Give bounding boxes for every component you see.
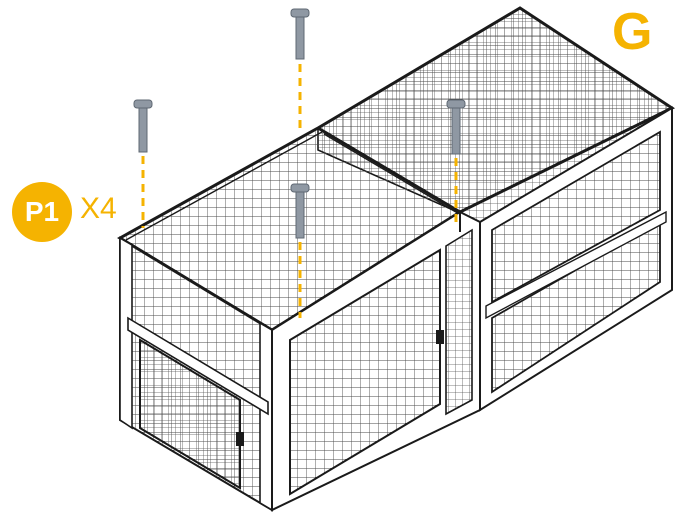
part-quantity: X4 xyxy=(80,192,117,225)
part-badge: P1 xyxy=(12,182,72,242)
peg-icon xyxy=(446,99,466,155)
peg-icon xyxy=(290,8,310,60)
cage-front-wall xyxy=(271,210,481,512)
step-label: G xyxy=(612,3,653,61)
peg-group xyxy=(133,8,466,318)
cage-right-wall xyxy=(479,106,673,412)
peg-icon xyxy=(133,99,153,153)
peg-icon xyxy=(290,183,310,239)
cage-left-wall xyxy=(119,236,273,512)
part-code: P1 xyxy=(24,196,60,227)
